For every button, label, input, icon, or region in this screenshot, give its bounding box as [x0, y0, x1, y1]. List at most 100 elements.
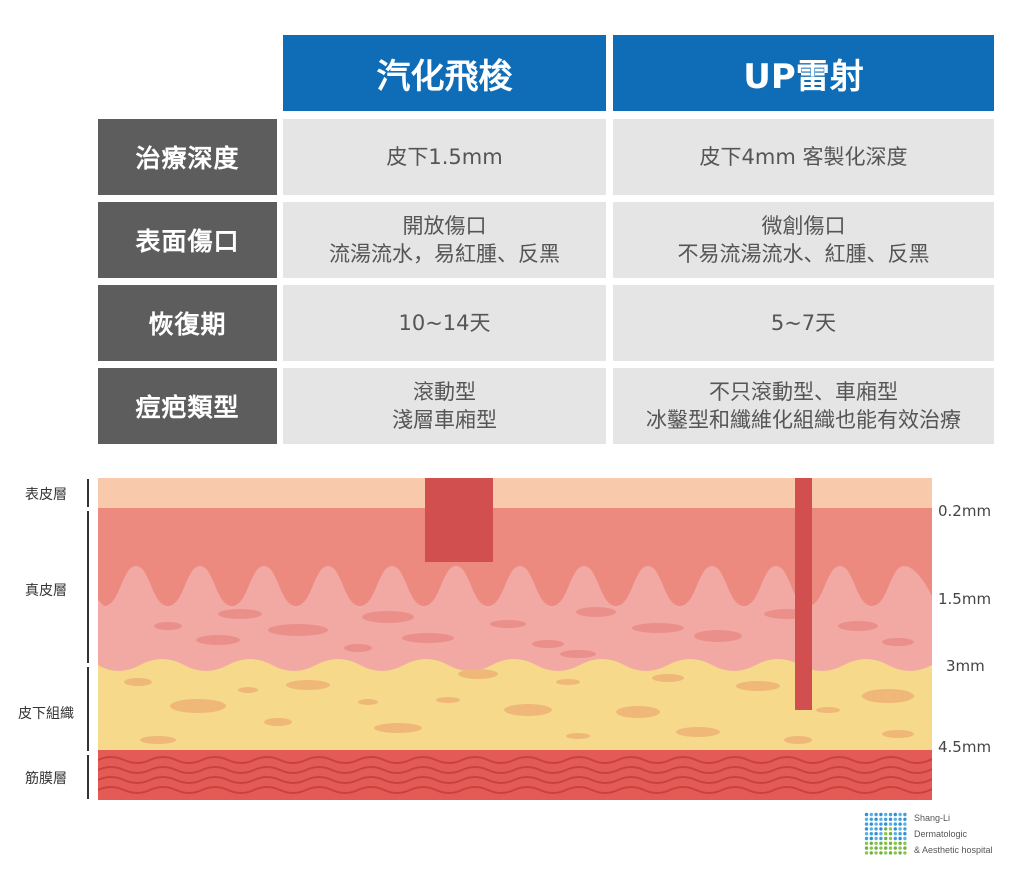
cell-wound-vaporization: 開放傷口 流湯流水，易紅腫、反黑 — [283, 202, 606, 278]
logo-dot — [879, 817, 883, 821]
cell-text: 滾動型 — [413, 380, 476, 404]
logo-dot — [903, 832, 907, 836]
logo-dot — [864, 832, 869, 836]
skin-layers-diagram — [98, 478, 932, 800]
logo-dot — [869, 841, 873, 845]
logo-dot — [879, 812, 883, 817]
logo-dot — [879, 846, 883, 850]
logo-dot — [898, 846, 902, 850]
logo-dot — [869, 851, 873, 855]
logo-dot — [874, 822, 878, 826]
cell-wound-up-laser: 微創傷口 不易流湯流水、紅腫、反黑 — [613, 202, 994, 278]
logo-dot — [869, 817, 873, 821]
cell-text: 5~7天 — [770, 311, 837, 335]
logo-dot — [879, 851, 883, 855]
layer-label-fascia: 筋膜層 — [25, 771, 67, 787]
cell-recovery-up-laser: 5~7天 — [613, 285, 994, 361]
cell-depth-up-laser: 皮下4mm 客製化深度 — [613, 119, 994, 195]
logo-dot — [888, 827, 893, 831]
logo-dot — [864, 836, 869, 841]
logo-dot — [869, 822, 873, 826]
logo-dot — [874, 846, 878, 850]
row-label-surface-wound: 表面傷口 — [98, 202, 277, 278]
up-laser-treatment-channel — [795, 478, 812, 710]
logo-dot — [864, 812, 869, 817]
logo-line-3: & Aesthetic hospital — [914, 845, 993, 855]
row-label-treatment-depth: 治療深度 — [98, 119, 277, 195]
logo-dot — [884, 851, 888, 855]
row-label-recovery-period: 恢復期 — [98, 285, 277, 361]
logo-dot — [888, 832, 893, 836]
row-label-scar-type: 痘疤類型 — [98, 368, 277, 444]
logo-dot — [864, 817, 869, 821]
logo-dot — [864, 827, 869, 831]
cell-text: 流湯流水，易紅腫、反黑 — [329, 242, 560, 266]
logo-dot — [893, 827, 897, 831]
header-vaporization-fractional: 汽化飛梭 — [283, 35, 606, 111]
cell-text: 不易流湯流水、紅腫、反黑 — [677, 242, 930, 266]
logo-dot — [898, 827, 902, 831]
logo-dot — [869, 832, 873, 836]
logo-dot — [893, 841, 897, 845]
logo-dot — [903, 822, 907, 826]
logo-dot — [888, 846, 893, 850]
bracket-dermis — [87, 511, 89, 663]
logo-dot — [874, 827, 878, 831]
logo-dot — [888, 822, 893, 826]
logo-dot — [893, 832, 897, 836]
layer-label-dermis: 真皮層 — [25, 583, 67, 599]
logo-dot — [893, 836, 897, 841]
logo-dot — [884, 822, 888, 826]
logo-dot — [874, 851, 878, 855]
logo-dot — [893, 851, 897, 855]
logo-dot — [888, 836, 893, 841]
bracket-epidermis — [87, 479, 89, 507]
logo-dot — [884, 832, 888, 836]
cell-text: 微創傷口 — [761, 214, 846, 238]
logo-dot — [869, 836, 873, 841]
depth-mark-1-5mm: 1.5mm — [938, 590, 992, 608]
logo-dot — [903, 812, 907, 817]
logo-dot — [888, 817, 893, 821]
logo-dot — [898, 817, 902, 821]
depth-mark-0-2mm: 0.2mm — [938, 502, 992, 520]
logo-dot — [888, 851, 893, 855]
logo-dot — [898, 832, 902, 836]
logo-dot — [864, 846, 869, 850]
logo-dot — [879, 841, 883, 845]
logo-dot — [903, 836, 907, 841]
logo-dot — [879, 836, 883, 841]
logo-dot — [893, 817, 897, 821]
logo-dot — [874, 836, 878, 841]
logo-line-1: Shang-Li — [914, 813, 951, 823]
logo-dot — [879, 832, 883, 836]
header-up-laser: UP雷射 — [613, 35, 994, 111]
logo-dot — [888, 812, 893, 817]
bracket-subcutaneous — [87, 667, 89, 751]
logo-dot — [864, 841, 869, 845]
logo-dot — [874, 832, 878, 836]
logo-dot — [893, 822, 897, 826]
logo-dot — [898, 841, 902, 845]
cell-scar-up-laser: 不只滾動型、車廂型 冰鑿型和纖維化組織也能有效治療 — [613, 368, 994, 444]
logo-dot — [884, 812, 888, 817]
logo-dot — [884, 827, 888, 831]
logo-dot — [879, 822, 883, 826]
depth-mark-4-5mm: 4.5mm — [938, 738, 992, 756]
logo-dot — [903, 851, 907, 855]
logo-dot — [898, 822, 902, 826]
logo-dot — [884, 817, 888, 821]
logo-dot — [898, 851, 902, 855]
logo-dot — [903, 827, 907, 831]
logo-dot — [888, 841, 893, 845]
logo-dot — [884, 836, 888, 841]
fascia-waves — [98, 756, 932, 794]
logo-dot — [869, 812, 873, 817]
epidermis-layer — [98, 478, 932, 508]
logo-dot — [869, 846, 873, 850]
cell-text: 開放傷口 — [402, 214, 487, 238]
logo-dot — [884, 846, 888, 850]
logo-dot — [869, 827, 873, 831]
logo-dot — [893, 812, 897, 817]
logo-dot — [903, 841, 907, 845]
